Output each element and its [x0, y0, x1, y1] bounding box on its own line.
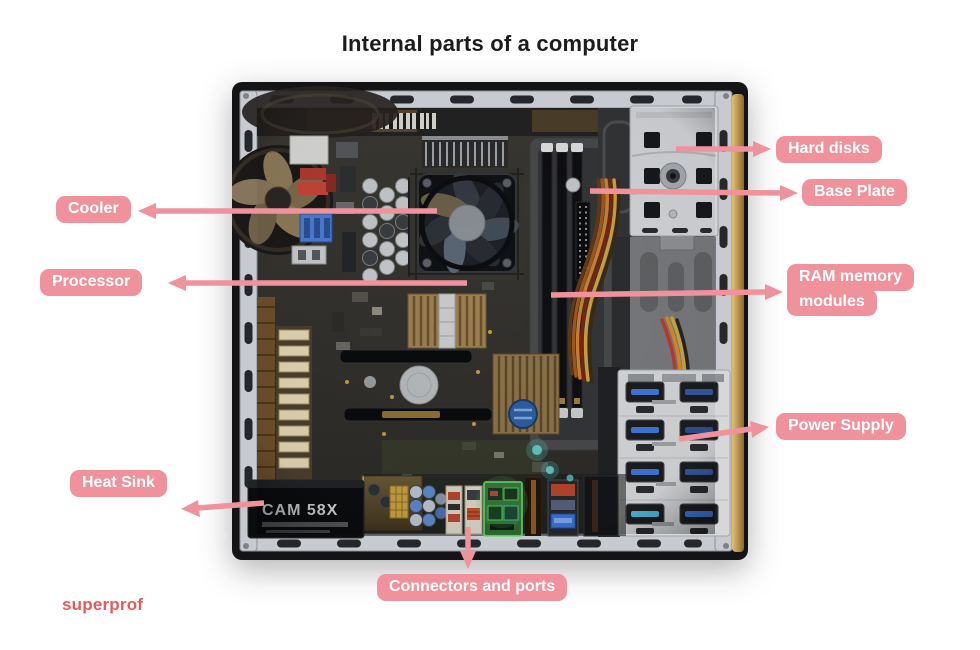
- label-processor: Processor: [40, 269, 143, 296]
- label-ram-line1: RAM memory: [787, 264, 915, 291]
- photo-vignette: [257, 108, 715, 534]
- label-base-plate: Base Plate: [802, 179, 907, 206]
- arrow-head-power-supply: [750, 421, 769, 438]
- label-heat-sink: Heat Sink: [70, 470, 167, 497]
- arrow-head-cooler: [138, 203, 156, 219]
- diagram-title: Internal parts of a computer: [341, 31, 639, 56]
- arrow-head-heat-sink: [181, 500, 200, 517]
- superprof-logo: superprof: [62, 595, 144, 614]
- arrow-head-hard-disks: [753, 141, 771, 157]
- arrow-head-base-plate: [780, 185, 798, 201]
- label-ram-line2: modules: [787, 289, 877, 316]
- label-connectors-and-ports: Connectors and ports: [377, 574, 568, 601]
- arrow-head-ram: [765, 284, 783, 300]
- label-ram-memory-modules: RAM memory modules: [787, 264, 915, 316]
- label-cooler: Cooler: [56, 196, 131, 223]
- computer-case-illustration: CAM 58X: [232, 82, 748, 560]
- label-hard-disks: Hard disks: [776, 136, 882, 163]
- computer-interior-photo: CAM 58X: [232, 82, 748, 560]
- label-power-supply: Power Supply: [776, 413, 906, 440]
- arrow-head-processor: [168, 275, 186, 291]
